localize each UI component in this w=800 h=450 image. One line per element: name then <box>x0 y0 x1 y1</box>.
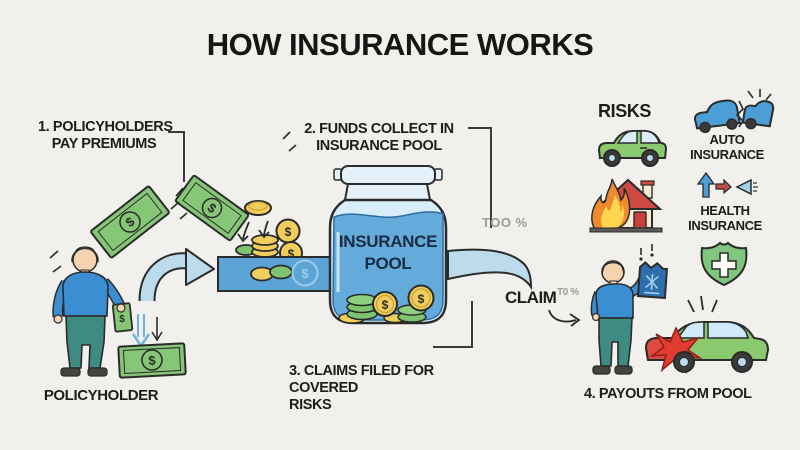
dollar-sign: $ <box>148 353 157 368</box>
risks-heading: RISKS <box>598 101 652 121</box>
money-band: $ <box>217 248 533 292</box>
step2-label: 2. FUNDS COLLECT IN INSURANCE POOL <box>293 121 465 155</box>
risk-car-icon <box>597 130 668 167</box>
payout-spout <box>447 248 533 291</box>
risk-house-fire-icon <box>589 178 663 233</box>
health-insurance-icon <box>696 171 758 198</box>
premium-drop-arrows-icon <box>131 314 163 349</box>
policyholder-figure: $ $ <box>52 246 187 379</box>
connector-step3 <box>433 301 473 348</box>
step3-label: 3. CLAIMS FILED FOR COVERED RISKS <box>289 363 499 413</box>
insurance-pool-jar: $ $ <box>328 165 448 325</box>
dollar-sign: $ <box>418 292 425 306</box>
pool-line2: POOL <box>364 254 412 274</box>
health-insurance-label: HEALTH INSURANCE <box>685 203 765 233</box>
falling-money-icon: $ $ <box>49 131 297 273</box>
dollar-sign: $ <box>382 298 389 312</box>
step2-line1: 2. FUNDS COLLECT IN <box>304 121 454 137</box>
falling-coins-icon: $ $ <box>235 200 303 265</box>
claim-arrow-icon <box>548 309 581 327</box>
page-title: HOW INSURANCE WORKS <box>206 27 594 62</box>
health-line2: INSURANCE <box>688 218 762 234</box>
crashed-cars-icon <box>694 89 775 134</box>
auto-insurance-label: AUTO INSURANCE <box>687 132 767 162</box>
policyholder-label: POLICYHOLDER <box>43 387 159 404</box>
dollar-sign: $ <box>301 266 309 281</box>
claimant-figure <box>590 244 669 375</box>
dollar-sign: $ <box>119 314 125 325</box>
step1-line2: PAY PREMIUMS <box>51 135 157 152</box>
step1-line1: 1. POLICYHOLDERS <box>38 119 173 135</box>
pool-line1: INSURANCE <box>338 232 438 251</box>
dollar-sign: $ <box>285 225 292 239</box>
pool-coins-icon: $ $ <box>338 284 435 324</box>
shield-cross-icon <box>700 241 748 287</box>
pool-label: INSURANCE POOL <box>331 231 445 275</box>
health-line1: HEALTH <box>700 203 750 218</box>
claim-label: CLAIM <box>505 288 557 307</box>
step3-line2: RISKS <box>289 396 332 413</box>
connector-step2 <box>468 127 492 228</box>
auto-line1: AUTO <box>709 132 745 147</box>
step4-label: 4. PAYOUTS FROM POOL <box>584 386 752 402</box>
step1-label: 1. POLICYHOLDERS PAY PREMIUMS <box>38 119 173 153</box>
premium-bill-icon: $ <box>117 342 187 379</box>
auto-line2: INSURANCE <box>690 147 764 163</box>
connector-step1 <box>168 131 185 182</box>
claim-bag-icon <box>636 261 669 300</box>
premium-flow-arrow-icon <box>138 248 215 302</box>
pool-percent-text: TOO % <box>482 215 528 230</box>
dollar-sign: $ <box>288 247 295 261</box>
damaged-car-icon <box>644 295 770 375</box>
claim-percent-text: T0 % <box>557 287 579 298</box>
step2-line2: INSURANCE POOL <box>316 137 442 154</box>
step3-line1: 3. CLAIMS FILED FOR COVERED <box>289 363 434 396</box>
